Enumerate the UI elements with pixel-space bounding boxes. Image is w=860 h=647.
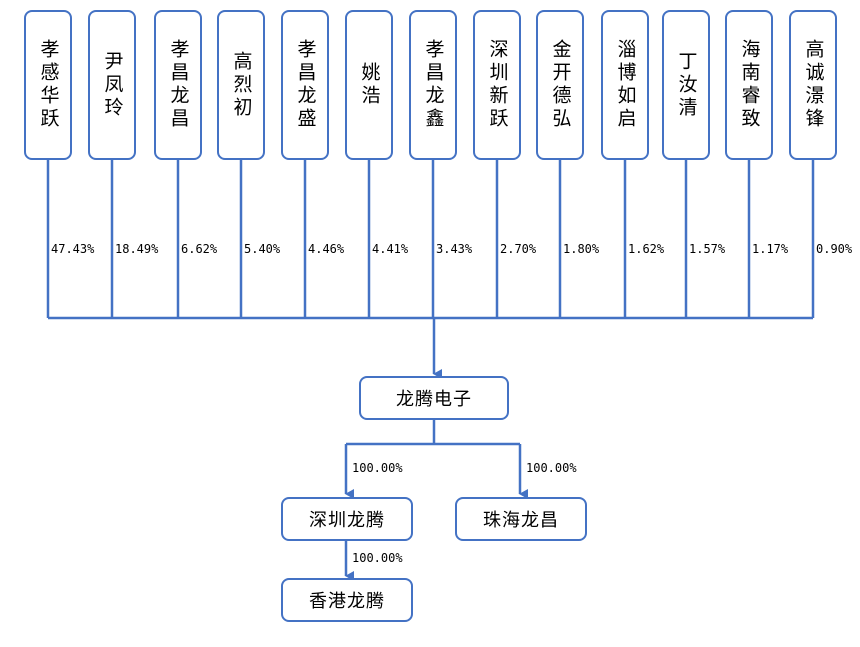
zhuhai-percentage: 100.00% [526, 461, 577, 475]
shareholder-box: 海南睿致 [725, 10, 773, 160]
shareholder-name: 孝昌龙盛 [294, 39, 317, 131]
shareholder-name: 淄博如启 [614, 39, 637, 131]
shareholder-percentage: 1.80% [563, 242, 600, 256]
hongkong-subsidiary-name: 香港龙腾 [309, 591, 385, 612]
shareholder-name: 尹凤玲 [101, 50, 124, 120]
shareholder-percentage: 47.43% [51, 242, 95, 256]
shareholder-name: 海南睿致 [738, 39, 761, 131]
shareholder-name: 高烈初 [230, 50, 253, 120]
shareholder-percentage: 1.17% [752, 242, 789, 256]
shareholder-box: 淄博如启 [601, 10, 649, 160]
shenzhen-subsidiary-name: 深圳龙腾 [309, 510, 385, 531]
shareholder-box: 孝昌龙盛 [281, 10, 329, 160]
company-name: 龙腾电子 [396, 389, 472, 410]
shareholder-name: 姚浩 [358, 62, 381, 108]
shareholder-percentage: 6.62% [181, 242, 218, 256]
shareholder-box: 高烈初 [217, 10, 265, 160]
shareholder-box: 丁汝清 [662, 10, 710, 160]
shareholder-box: 姚浩 [345, 10, 393, 160]
shareholder-box: 深圳新跃 [473, 10, 521, 160]
hongkong-subsidiary-box: 香港龙腾 [281, 578, 413, 622]
shareholder-percentage: 4.41% [372, 242, 409, 256]
zhuhai-subsidiary-name: 珠海龙昌 [483, 510, 559, 531]
shareholder-percentage: 1.62% [628, 242, 665, 256]
zhuhai-subsidiary-box: 珠海龙昌 [455, 497, 587, 541]
company-box: 龙腾电子 [359, 376, 509, 420]
shareholder-percentage: 0.90% [816, 242, 853, 256]
shareholder-percentage: 5.40% [244, 242, 281, 256]
shareholder-name: 金开德弘 [549, 39, 572, 131]
shareholder-name: 高诚澋锋 [802, 39, 825, 131]
shareholder-box: 尹凤玲 [88, 10, 136, 160]
shareholder-percentage: 3.43% [436, 242, 473, 256]
shareholder-percentage: 1.57% [689, 242, 726, 256]
shareholder-box: 金开德弘 [536, 10, 584, 160]
shareholder-box: 孝昌龙昌 [154, 10, 202, 160]
shareholder-percentage: 4.46% [308, 242, 345, 256]
shenzhen-subsidiary-box: 深圳龙腾 [281, 497, 413, 541]
shareholder-name: 丁汝清 [675, 50, 698, 120]
hongkong-percentage: 100.00% [352, 551, 403, 565]
shareholder-name: 孝昌龙鑫 [422, 39, 445, 131]
shareholder-name: 孝昌龙昌 [167, 39, 190, 131]
shareholder-name: 孝感华跃 [37, 39, 60, 131]
shareholder-box: 孝感华跃 [24, 10, 72, 160]
shareholder-box: 孝昌龙鑫 [409, 10, 457, 160]
shenzhen-percentage: 100.00% [352, 461, 403, 475]
shareholder-name: 深圳新跃 [486, 39, 509, 131]
shareholder-percentage: 2.70% [500, 242, 537, 256]
shareholder-box: 高诚澋锋 [789, 10, 837, 160]
shareholder-percentage: 18.49% [115, 242, 159, 256]
